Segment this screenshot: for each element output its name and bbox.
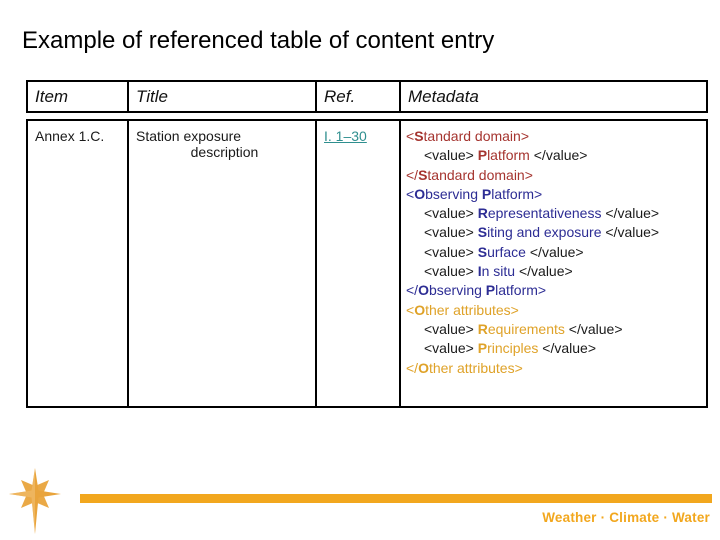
metadata-line: <Observing Platform> xyxy=(406,185,704,204)
metadata-segment: <value> xyxy=(424,224,478,241)
metadata-segment: S xyxy=(477,224,488,241)
column-header-item: Item xyxy=(35,87,69,106)
metadata-segment: </value> xyxy=(525,243,584,260)
cell-item: Annex 1.C. xyxy=(35,128,105,144)
metadata-line: <value> Siting and exposure </value> xyxy=(406,223,704,242)
metadata-line: <Standard domain> xyxy=(406,127,704,146)
metadata-segment: bserving xyxy=(425,185,482,202)
title-line-2: description xyxy=(190,144,259,160)
metadata-line: <value> In situ </value> xyxy=(406,262,704,281)
metadata-segment: S xyxy=(418,166,428,183)
footer-tagline: Weather · Climate · Water xyxy=(542,510,710,525)
cell-metadata: <Standard domain><value> Platform </valu… xyxy=(399,121,706,406)
ref-link[interactable]: I. 1–30 xyxy=(324,128,367,144)
metadata-line: <value> Platform </value> xyxy=(406,146,704,165)
metadata-segment: P xyxy=(481,185,492,202)
metadata-segment: latform> xyxy=(495,282,547,299)
metadata-segment: <value> xyxy=(424,147,478,164)
metadata-segment: S xyxy=(477,243,488,260)
metadata-segment: iting and exposure xyxy=(487,224,602,241)
metadata-line: <value> Principles </value> xyxy=(406,339,704,358)
metadata-segment: < xyxy=(406,185,415,202)
metadata-segment: O xyxy=(418,359,429,376)
metadata-segment: equirements xyxy=(487,320,565,337)
metadata-segment: R xyxy=(477,205,488,222)
metadata-line: </Standard domain> xyxy=(406,166,704,185)
title-line-1: Station exposure xyxy=(136,128,242,144)
metadata-line: <value> Surface </value> xyxy=(406,243,704,262)
metadata-line: </Other attributes> xyxy=(406,359,704,378)
metadata-segment: O xyxy=(414,301,426,318)
metadata-segment: <value> xyxy=(424,205,478,222)
metadata-segment: <value> xyxy=(424,243,478,260)
metadata-segment: tandard domain> xyxy=(427,166,533,183)
metadata-segment: R xyxy=(477,320,488,337)
metadata-segment: </value> xyxy=(515,263,573,280)
table-header-row: Item Title Ref. Metadata xyxy=(26,80,708,113)
metadata-segment: </ xyxy=(406,166,419,183)
footer-gold-bar xyxy=(80,494,712,503)
metadata-segment: P xyxy=(477,340,488,357)
metadata-segment: n situ xyxy=(481,263,516,280)
metadata-segment: </value> xyxy=(529,147,588,164)
metadata-segment: O xyxy=(418,282,429,299)
metadata-segment: P xyxy=(477,147,488,164)
metadata-segment: O xyxy=(414,185,426,202)
metadata-segment: rinciples xyxy=(487,340,539,357)
metadata-segment: P xyxy=(485,282,496,299)
metadata-segment: </value> xyxy=(601,224,660,241)
metadata-segment: </ xyxy=(406,359,419,376)
column-header-title: Title xyxy=(127,82,315,111)
metadata-segment: < xyxy=(406,301,415,318)
metadata-segment: <value> xyxy=(424,320,478,337)
column-header-ref: Ref. xyxy=(315,82,399,111)
column-header-metadata: Metadata xyxy=(399,82,706,111)
metadata-segment: </value> xyxy=(564,320,623,337)
metadata-segment: S xyxy=(414,128,424,144)
metadata-segment: </value> xyxy=(538,340,597,357)
metadata-line: <value> Requirements </value> xyxy=(406,320,704,339)
metadata-segment: epresentativeness xyxy=(487,205,602,222)
metadata-segment: latform xyxy=(487,147,530,164)
metadata-segment: <value> xyxy=(424,340,478,357)
metadata-segment: </ xyxy=(406,282,419,299)
metadata-line: </Observing Platform> xyxy=(406,281,704,300)
metadata-segment: latform> xyxy=(491,185,543,202)
metadata-segment: <value> xyxy=(424,263,478,280)
metadata-segment: urface xyxy=(487,243,526,260)
slide-title: Example of referenced table of content e… xyxy=(22,27,495,54)
table-row: Annex 1.C. Station exposure description … xyxy=(26,119,708,408)
metadata-segment: bserving xyxy=(428,282,486,299)
metadata-line: <value> Representativeness </value> xyxy=(406,204,704,223)
metadata-segment: </value> xyxy=(601,205,660,222)
compass-rose-icon xyxy=(9,468,61,534)
cell-title: Station exposure description xyxy=(127,121,315,406)
metadata-segment: I xyxy=(477,263,482,280)
cell-ref: I. 1–30 xyxy=(315,121,399,406)
metadata-line: <Other attributes> xyxy=(406,301,704,320)
metadata-segment: < xyxy=(406,128,415,144)
metadata-segment: tandard domain> xyxy=(423,128,529,144)
metadata-segment: ther attributes> xyxy=(425,301,519,318)
metadata-segment: ther attributes> xyxy=(428,359,523,376)
